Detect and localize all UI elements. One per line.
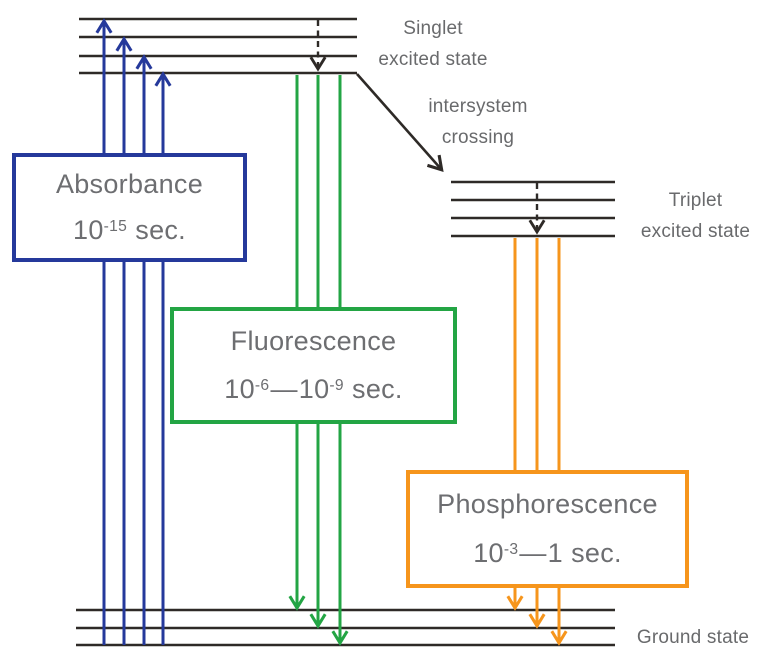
triplet-level-lines: [451, 180, 615, 238]
vibrational-relaxation-arrows: [309, 20, 546, 235]
phosphorescence-box: [406, 470, 689, 588]
absorbance-arrows: [95, 18, 172, 645]
fluorescence-label: Fluorescence: [230, 326, 397, 356]
intersystem-crossing-arrow: [356, 73, 444, 172]
fluorescence-box: [170, 307, 457, 424]
ground-level-lines: [76, 608, 615, 647]
absorbance-label: Absorbance: [55, 169, 204, 200]
phosphorescence-label: Phosphorescence: [437, 489, 658, 520]
singlet-state-label: Singlet excited state: [378, 18, 488, 70]
absorbance-box: [12, 153, 247, 262]
triplet-state-label: Triplet excited state: [640, 190, 751, 242]
ground-state-label: Ground state: [636, 627, 750, 648]
singlet-level-lines: [79, 17, 357, 75]
intersystem-crossing-label: intersystem crossing: [428, 96, 528, 148]
